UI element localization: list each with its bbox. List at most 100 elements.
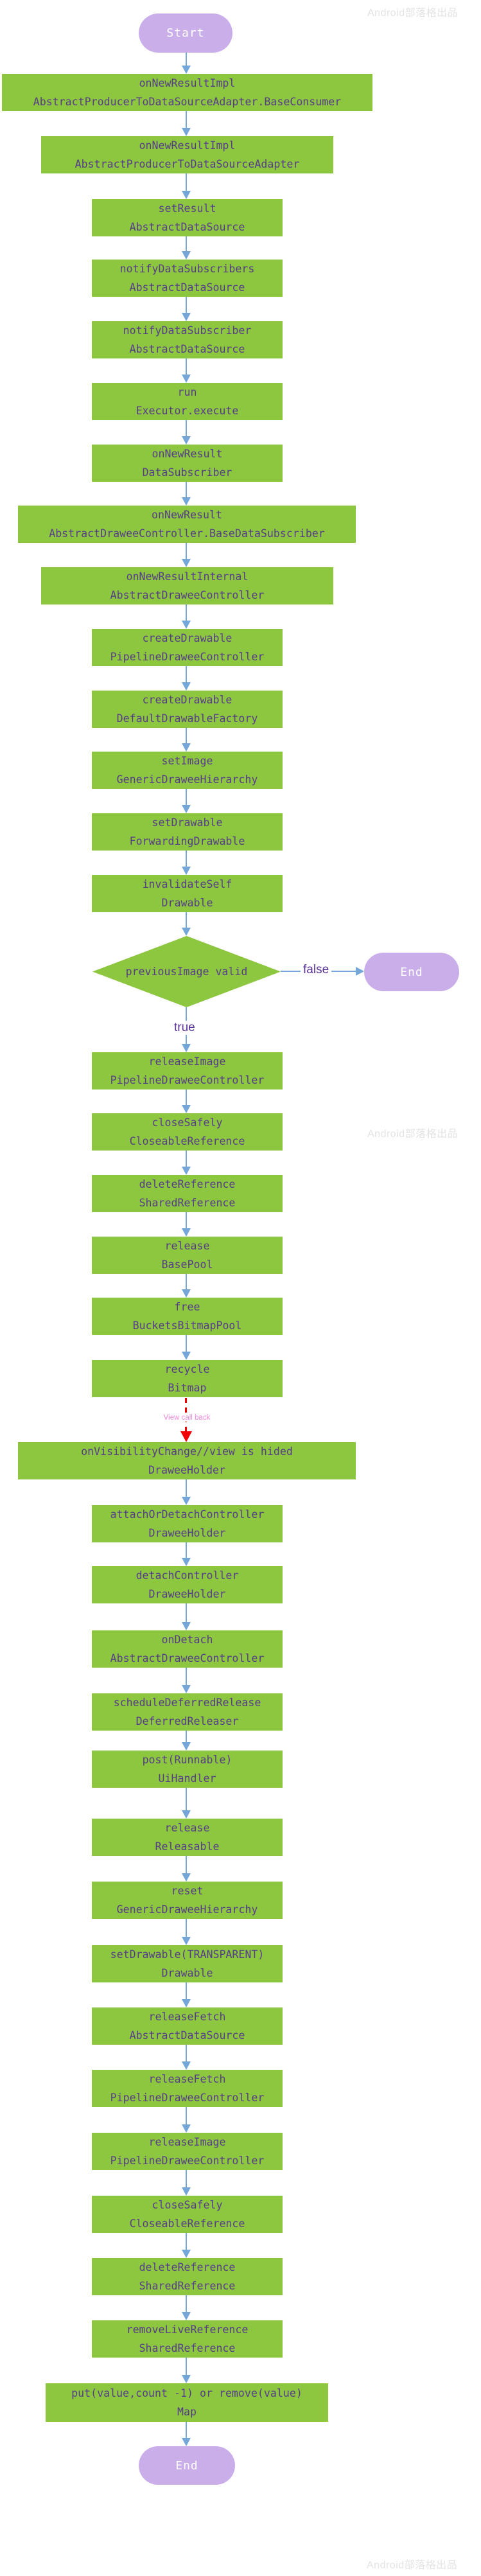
flow-arrow-line xyxy=(186,1212,187,1229)
class-label: SharedReference xyxy=(139,2342,236,2354)
flow-arrow-line xyxy=(186,1919,187,1937)
class-label: DraweeHolder xyxy=(148,1527,226,1539)
flow-arrow-line xyxy=(186,728,187,744)
class-label: DraweeHolder xyxy=(148,1464,225,1476)
flow-box-n26: post(Runnable)UiHandler xyxy=(92,1751,283,1788)
class-label: UiHandler xyxy=(158,1772,216,1785)
flow-arrowhead-icon xyxy=(182,2124,191,2133)
method-label: deleteReference xyxy=(139,2261,236,2273)
end-node-false-branch: End xyxy=(364,953,459,991)
flow-arrowhead-icon xyxy=(182,2187,191,2196)
class-label: Drawable xyxy=(161,897,213,909)
flow-arrowhead-icon xyxy=(182,436,191,445)
class-label: GenericDraweeHierarchy xyxy=(116,773,258,786)
method-label: deleteReference xyxy=(139,1178,236,1190)
watermark: Android部落格出品 xyxy=(367,2560,458,2571)
class-label: AbstractProducerToDataSourceAdapter xyxy=(74,158,300,170)
method-label: setResult xyxy=(158,202,216,215)
flow-arrowhead-icon xyxy=(182,1937,191,1945)
flow-arrowhead-icon xyxy=(182,1105,191,1113)
method-label: scheduleDeferredRelease xyxy=(113,1697,261,1709)
flow-arrow-line xyxy=(186,666,187,683)
flow-arrow-line xyxy=(186,604,187,621)
method-label: releaseImage xyxy=(148,2136,226,2148)
flow-arrow-line xyxy=(186,912,187,928)
flow-arrowhead-icon xyxy=(182,497,191,506)
class-label: DataSubscriber xyxy=(142,466,232,479)
flow-box-n29: setDrawable(TRANSPARENT) Drawable xyxy=(92,1945,283,1982)
method-label: closeSafely xyxy=(152,2199,223,2211)
flow-arrowhead-icon xyxy=(182,1497,191,1505)
method-label: reset xyxy=(171,1885,204,1897)
flow-arrowhead-icon xyxy=(182,2250,191,2258)
class-label: AbstractProducerToDataSourceAdapter.Base… xyxy=(33,96,342,108)
flow-arrow-line xyxy=(186,1335,187,1352)
method-label: free xyxy=(174,1301,200,1313)
flow-arrow-line xyxy=(186,1668,187,1686)
flow-arrowhead-icon xyxy=(182,1352,191,1360)
class-label: Drawable xyxy=(161,1967,213,1979)
flow-arrowhead-icon xyxy=(182,621,191,629)
end-node: End xyxy=(139,2446,235,2485)
method-label: run xyxy=(177,386,197,398)
flow-arrow-line xyxy=(186,2422,187,2439)
flow-arrowhead-icon xyxy=(182,1558,191,1566)
flow-arrowhead-icon xyxy=(182,805,191,813)
flow-arrow-line xyxy=(186,173,187,191)
class-label: Releasable xyxy=(155,1840,220,1853)
start-node: Start xyxy=(139,13,232,53)
flow-arrow-line xyxy=(186,2295,187,2313)
flow-arrowhead-icon xyxy=(182,867,191,875)
flow-arrowhead-icon xyxy=(182,1044,191,1052)
class-label: ForwardingDrawable xyxy=(129,835,245,847)
flow-arrow-line xyxy=(186,1856,187,1874)
flow-arrowhead-icon xyxy=(182,1999,191,2007)
flow-arrowhead-icon xyxy=(182,2438,191,2446)
flow-arrowhead-icon xyxy=(182,313,191,321)
flow-arrowhead-icon xyxy=(182,66,191,74)
flow-arrowhead-icon xyxy=(182,1228,191,1237)
class-label: BucketsBitmapPool xyxy=(132,1319,242,1332)
flow-arrow-line xyxy=(186,2170,187,2188)
method-label: setDrawable(TRANSPARENT) xyxy=(110,1948,265,1961)
class-label: PipelineDraweeController xyxy=(110,2155,265,2167)
flow-arrowhead-icon xyxy=(182,375,191,383)
class-label: AbstractDataSource xyxy=(129,2029,245,2042)
method-label: releaseFetch xyxy=(148,2011,226,2023)
flow-arrow-line xyxy=(186,2107,187,2125)
flow-arrow-line xyxy=(186,543,187,560)
flow-arrowhead-icon xyxy=(182,2375,191,2383)
flow-arrow-line xyxy=(186,789,187,806)
watermark: Android部落格出品 xyxy=(367,1129,459,1140)
class-label: Map xyxy=(177,2406,197,2418)
flow-arrow-line xyxy=(186,420,187,437)
class-label: PipelineDraweeController xyxy=(110,651,265,663)
class-label: PipelineDraweeController xyxy=(110,1074,265,1086)
flow-arrow-line xyxy=(186,1788,187,1811)
class-label: AbstractDataSource xyxy=(129,221,245,233)
method-label: setDrawable xyxy=(152,816,223,829)
method-label: onNewResult xyxy=(152,509,222,521)
method-label: invalidateSelf xyxy=(142,878,232,890)
method-label: removeLiveReference xyxy=(126,2324,249,2336)
flow-arrow-line xyxy=(186,53,187,66)
